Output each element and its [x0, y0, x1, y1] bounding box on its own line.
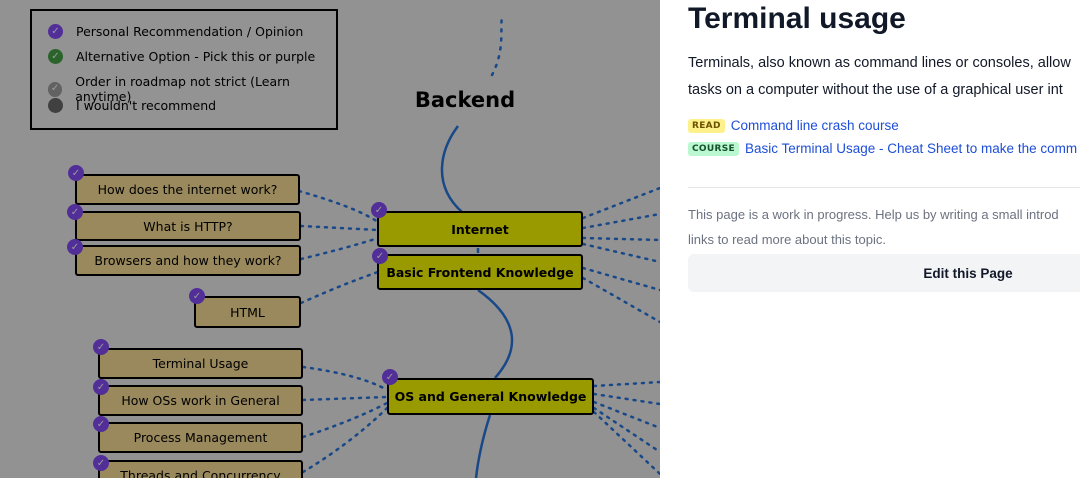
subtopic-browsers[interactable]: Browsers and how they work? [75, 245, 301, 276]
connector-frontend-right-2 [581, 276, 660, 324]
spine-top [490, 13, 504, 77]
connector-os-right-1 [592, 380, 660, 388]
legend-item-personal: ✓ Personal Recommendation / Opinion [48, 24, 303, 39]
check-circle-icon: ✓ [372, 248, 388, 264]
subtopic-terminal-usage[interactable]: Terminal Usage [98, 348, 303, 379]
connector-os-right-3 [592, 400, 660, 430]
subtopic-what-is-http[interactable]: What is HTTP? [75, 211, 301, 241]
description-line: tasks on a computer without the use of a… [688, 82, 1063, 98]
check-circle-icon: ✓ [48, 24, 63, 39]
roadmap-connectors [297, 13, 660, 478]
connector-how-internet [297, 189, 380, 224]
connector-os-work [301, 395, 389, 402]
spine-frontend-os [477, 288, 514, 379]
subtopic-process-management[interactable]: Process Management [98, 422, 303, 453]
connector-threads [301, 406, 389, 474]
legend-label: Order in roadmap not strict (Learn anyti… [75, 74, 290, 104]
check-circle-icon: ✓ [93, 416, 109, 432]
check-circle-icon: ✓ [371, 202, 387, 218]
check-circle-icon: ✓ [48, 81, 63, 97]
roadmap-title: Backend [414, 88, 516, 112]
connector-os-right-2 [592, 392, 660, 406]
connector-internet-right-3 [581, 236, 660, 242]
resource-type-badge: READ [688, 118, 725, 133]
check-circle-icon: ✓ [382, 369, 398, 385]
wip-notice: This page is a work in progress. Help us… [688, 202, 1080, 252]
resource-link[interactable]: Basic Terminal Usage - Cheat Sheet to ma… [744, 141, 1078, 156]
connector-browsers [299, 236, 380, 261]
wip-line: links to read more about this topic. [688, 232, 886, 247]
connector-internet-right-2 [581, 212, 660, 230]
topic-side-panel: Terminal usage Terminals, also known as … [660, 0, 1080, 478]
legend-item-not-recommended: I wouldn't recommend [48, 98, 216, 113]
legend: ✓ Personal Recommendation / Opinion ✓ Al… [30, 9, 338, 130]
connector-internet-right-1 [581, 186, 660, 220]
connector-http [299, 224, 380, 232]
circle-icon [48, 98, 63, 113]
connector-terminal [301, 365, 389, 392]
legend-label: Alternative Option - Pick this or purple [76, 49, 316, 64]
connector-frontend-right-1 [581, 266, 660, 292]
connector-os-right-5 [592, 410, 660, 476]
check-circle-icon: ✓ [93, 379, 109, 395]
check-circle-icon: ✓ [67, 239, 83, 255]
edit-page-button[interactable]: Edit this Page [688, 254, 1080, 292]
subtopic-how-os-work[interactable]: How OSs work in General [98, 385, 303, 416]
check-circle-icon: ✓ [68, 165, 84, 181]
subtopic-how-internet-works[interactable]: How does the internet work? [75, 174, 300, 205]
legend-label: Personal Recommendation / Opinion [76, 24, 304, 39]
connector-process [301, 401, 389, 439]
legend-item-order: ✓ Order in roadmap not strict (Learn any… [48, 74, 336, 104]
connector-os-right-4 [592, 406, 660, 454]
legend-label: I wouldn't recommend [76, 98, 217, 113]
subtopic-html[interactable]: HTML [194, 296, 301, 328]
resource-item: COURSE Basic Terminal Usage - Cheat Shee… [688, 141, 1077, 156]
divider [688, 187, 1080, 188]
check-circle-icon: ✓ [93, 339, 109, 355]
modal-backdrop[interactable] [0, 0, 660, 478]
connector-internet-right-4 [581, 242, 660, 264]
check-circle-icon: ✓ [93, 455, 109, 471]
spine-backend-internet [440, 125, 463, 213]
resource-item: READ Command line crash course [688, 118, 899, 133]
legend-item-alternative: ✓ Alternative Option - Pick this or purp… [48, 49, 315, 64]
topic-basic-frontend[interactable]: Basic Frontend Knowledge [377, 254, 583, 290]
panel-description: Terminals, also known as command lines o… [688, 50, 1080, 104]
connector-html [299, 270, 380, 305]
resource-type-badge: COURSE [688, 141, 739, 156]
check-circle-icon: ✓ [67, 204, 83, 220]
check-circle-icon: ✓ [189, 288, 205, 304]
spine-os-down [474, 414, 492, 478]
wip-line: This page is a work in progress. Help us… [688, 207, 1059, 222]
check-circle-icon: ✓ [48, 49, 63, 64]
description-line: Terminals, also known as command lines o… [688, 55, 1071, 71]
resource-link[interactable]: Command line crash course [730, 118, 899, 133]
roadmap-canvas: ✓ Personal Recommendation / Opinion ✓ Al… [0, 0, 660, 478]
panel-title: Terminal usage [688, 2, 906, 35]
topic-os-general[interactable]: OS and General Knowledge [387, 378, 594, 415]
topic-internet[interactable]: Internet [377, 211, 583, 247]
